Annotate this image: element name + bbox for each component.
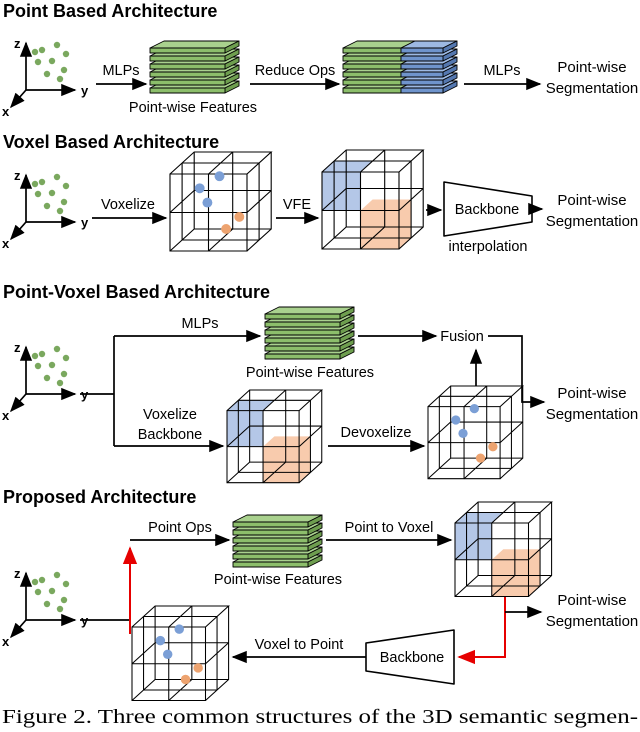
feature-stack [264,306,355,360]
voxel-grid-points [428,386,523,479]
input-point-cloud [2,340,89,423]
output-label-line1: Point-wise [557,592,626,609]
point-voxel-section: Point-Voxel Based Architecture MLPs Poin… [2,282,638,483]
fusion-output-arrow [488,335,546,409]
input-point-cloud [2,566,89,649]
feature-stack [232,514,323,568]
voxel-grid-features [455,502,552,597]
mlps-label: MLPs [181,316,218,332]
features-caption: Point-wise Features [129,100,257,116]
voxel-based-section: Voxel Based Architecture Voxelize VFE Ba… [2,132,638,255]
point-ops-label: Point Ops [148,520,212,536]
section-title: Voxel Based Architecture [3,132,219,152]
voxel-to-point-label: Voxel to Point [255,637,344,653]
voxelize-label: Voxelize [143,407,197,423]
voxel-grid-points [170,152,271,251]
section-title: Point-Voxel Based Architecture [3,282,270,302]
backbone-path-label: Backbone [138,427,203,443]
point-to-voxel-label: Point to Voxel [345,520,434,536]
mlps-label: MLPs [102,63,139,79]
output-label-line2: Segmentation [546,613,639,630]
fusion-label: Fusion [440,329,484,345]
features-caption: Point-wise Features [214,572,342,588]
input-point-cloud [2,36,89,119]
point-based-section: Point Based Architecture MLPs Point-wise… [2,1,638,119]
feature-stack [149,40,240,94]
reduced-feature-stack [342,40,458,94]
interpolation-label: interpolation [449,239,528,255]
voxel-grid-points [132,606,229,701]
voxelize-label: Voxelize [101,197,155,213]
voxel-grid-features [227,390,322,483]
output-label-line1: Point-wise [557,59,626,76]
features-caption: Point-wise Features [246,365,374,381]
section-title: Point Based Architecture [3,1,217,21]
output-label-line1: Point-wise [557,192,626,209]
output-label-line2: Segmentation [546,406,639,423]
vfe-label: VFE [283,197,312,213]
proposed-section: Proposed Architecture Point Ops Point-wi… [2,487,638,701]
output-label-line1: Point-wise [557,385,626,402]
reduce-ops-label: Reduce Ops [255,63,336,79]
figure-caption: Figure 2. Three common structures of the… [2,706,638,728]
devoxelize-label: Devoxelize [341,425,412,441]
loop-down-red-arrow [457,597,506,665]
section-title: Proposed Architecture [3,487,196,507]
output-label-line2: Segmentation [546,80,639,97]
mlps-out-label: MLPs [483,63,520,79]
output-label-line2: Segmentation [546,213,639,230]
backbone-label: Backbone [380,650,445,666]
voxel-grid-features [322,150,423,249]
backbone-label: Backbone [455,202,520,218]
backbone-block [365,629,455,685]
backbone-block [443,181,533,237]
input-point-cloud [2,168,89,251]
